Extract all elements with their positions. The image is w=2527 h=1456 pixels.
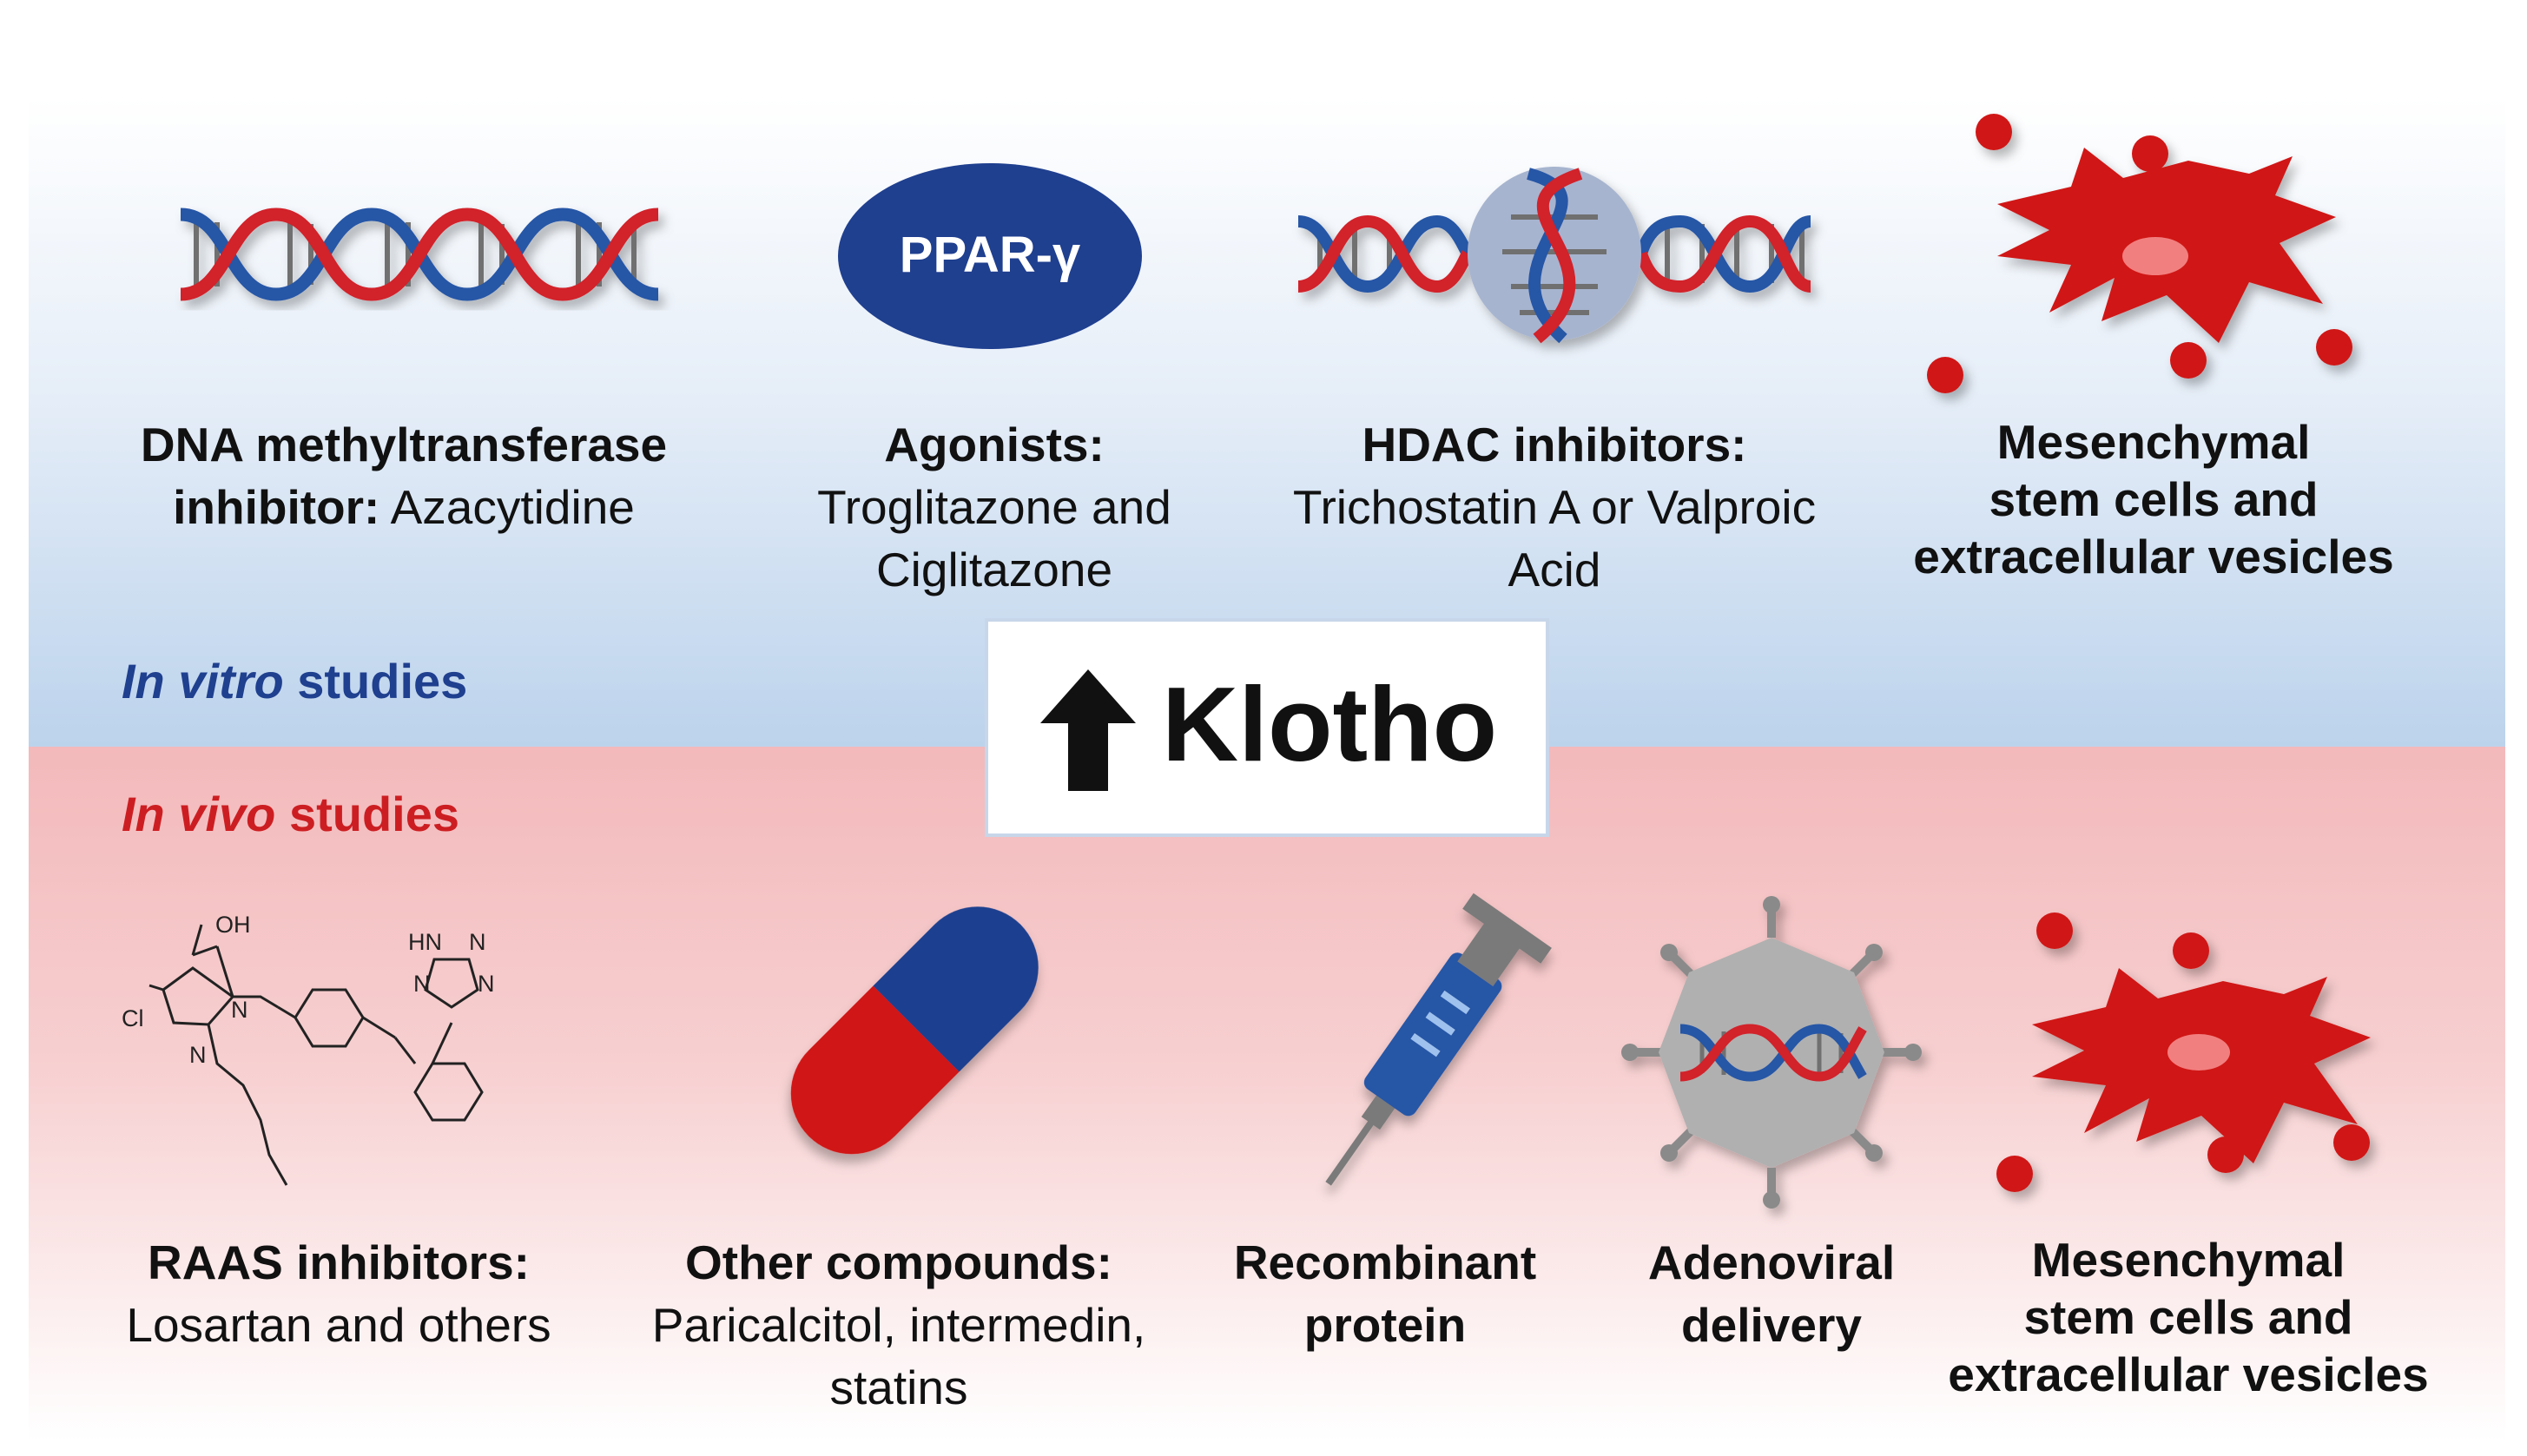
atom-label: N: [478, 971, 495, 997]
other-compounds-label: Other compounds: Paricalcitol, intermedi…: [612, 1231, 1185, 1419]
in-vivo-heading: In vivo studies: [122, 786, 459, 842]
atom-label: N: [189, 1042, 207, 1068]
label-title: extracellular vesicles: [1948, 1347, 2429, 1401]
label-detail: statins: [829, 1360, 968, 1414]
in-vivo-band: [29, 747, 2505, 1441]
adenoviral-delivery-label: Adenoviral delivery: [1615, 1231, 1928, 1356]
hdac-dna-icon: [1297, 167, 1812, 344]
atom-label: Cl: [122, 1005, 144, 1031]
label-detail: Acid: [1508, 543, 1601, 596]
label-detail: Paricalcitol, intermedin,: [651, 1298, 1146, 1352]
syringe-icon: [1325, 893, 1552, 1186]
label-title: Other compounds:: [685, 1235, 1112, 1289]
in-vitro-heading: In vitro studies: [122, 653, 467, 709]
ppar-agonists-label: Agonists: Troglitazone and Ciglitazone: [764, 413, 1224, 601]
stem-cells-vivo-label: Mesenchymal stem cells and extracellular…: [1919, 1231, 2458, 1403]
label-detail: Ciglitazone: [875, 543, 1113, 596]
label-title: Agonists:: [884, 418, 1105, 471]
atom-label: OH: [215, 912, 251, 938]
label-detail: Troglitazone and: [817, 480, 1171, 534]
raas-inhibitors-label: RAAS inhibitors: Losartan and others: [87, 1231, 591, 1356]
recombinant-protein-label: Recombinant protein: [1203, 1231, 1567, 1356]
label-title: RAAS inhibitors:: [148, 1235, 530, 1289]
ppar-gamma-badge: PPAR-γ: [899, 227, 1081, 283]
label-title: Mesenchymal: [1996, 415, 2311, 469]
label-title: protein: [1303, 1298, 1467, 1352]
label-title: stem cells and: [2023, 1290, 2353, 1344]
atom-label: N: [469, 929, 486, 955]
label-title: Mesenchymal: [2031, 1233, 2346, 1287]
capsule-icon: [790, 906, 1039, 1155]
study-emph: In vivo: [122, 787, 276, 841]
stem-cell-icon: [1927, 114, 2352, 393]
label-title: delivery: [1681, 1298, 1862, 1352]
label-title: Adenoviral: [1647, 1235, 1896, 1289]
dna-methyltransferase-label: DNA methyltransferase inhibitor: Azacyti…: [96, 413, 712, 538]
label-title: inhibitor:: [173, 480, 380, 534]
klotho-box: Klotho: [985, 618, 1549, 837]
losartan-structure-icon: [148, 924, 484, 1186]
label-title: stem cells and: [1989, 472, 2319, 526]
label-detail: Losartan and others: [126, 1298, 551, 1352]
label-title: HDAC inhibitors:: [1362, 418, 1747, 471]
atom-label: HN: [408, 929, 442, 955]
label-title: extracellular vesicles: [1913, 530, 2394, 583]
klotho-label: Klotho: [1162, 665, 1498, 783]
ppar-gamma-icon: [838, 163, 1142, 349]
study-rest: studies: [283, 654, 468, 708]
study-emph: In vitro: [122, 654, 284, 708]
label-detail: Azacytidine: [379, 480, 635, 534]
stem-cells-vitro-label: Mesenchymal stem cells and extracellular…: [1884, 413, 2423, 585]
adenovirus-icon: [1621, 896, 1922, 1209]
label-detail: Trichostatin A or Valproic: [1292, 480, 1817, 534]
dna-icon: [180, 208, 659, 301]
up-arrow-icon: [1040, 669, 1136, 791]
stem-cell-icon: [1996, 912, 2371, 1192]
atom-label: N: [231, 997, 248, 1023]
hdac-inhibitors-label: HDAC inhibitors: Trichostatin A or Valpr…: [1242, 413, 1867, 601]
study-rest: studies: [275, 787, 460, 841]
label-title: DNA methyltransferase: [140, 418, 668, 471]
label-title: Recombinant: [1233, 1235, 1537, 1289]
atom-label: N: [413, 971, 431, 997]
